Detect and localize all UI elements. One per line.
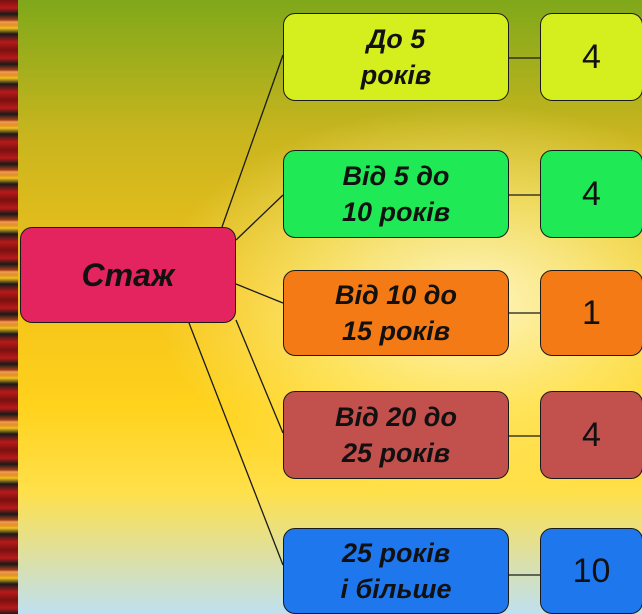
- count-node-3: 1: [540, 270, 642, 356]
- count-node-2: 4: [540, 150, 642, 238]
- category-node-2: Від 5 до 10 років: [283, 150, 509, 238]
- root-node: Стаж: [20, 227, 236, 323]
- connector-root-cat5: [188, 322, 284, 566]
- connector-root-cat3: [235, 283, 284, 304]
- connector-root-cat1: [221, 54, 284, 228]
- category-node-1: До 5 років: [283, 13, 509, 101]
- category-label: 25 років і більше: [340, 538, 452, 604]
- count-value: 4: [582, 415, 601, 454]
- connector-root-cat2: [235, 194, 284, 241]
- connector-root-cat4: [235, 319, 284, 434]
- count-node-4: 4: [540, 391, 642, 479]
- category-label: Від 5 до 10 років: [341, 161, 450, 227]
- category-label: Від 20 до 25 років: [335, 402, 457, 468]
- count-node-1: 4: [540, 13, 642, 101]
- count-node-5: 10: [540, 528, 642, 614]
- category-label: Від 10 до 15 років: [335, 280, 457, 346]
- count-value: 10: [572, 551, 611, 590]
- ornament-border: [0, 0, 18, 614]
- category-label: До 5 років: [360, 24, 432, 90]
- root-label: Стаж: [81, 257, 175, 293]
- category-node-4: Від 20 до 25 років: [283, 391, 509, 479]
- count-value: 4: [582, 174, 601, 213]
- category-node-5: 25 років і більше: [283, 528, 509, 614]
- count-value: 4: [582, 37, 601, 76]
- count-value: 1: [582, 293, 601, 332]
- category-node-3: Від 10 до 15 років: [283, 270, 509, 356]
